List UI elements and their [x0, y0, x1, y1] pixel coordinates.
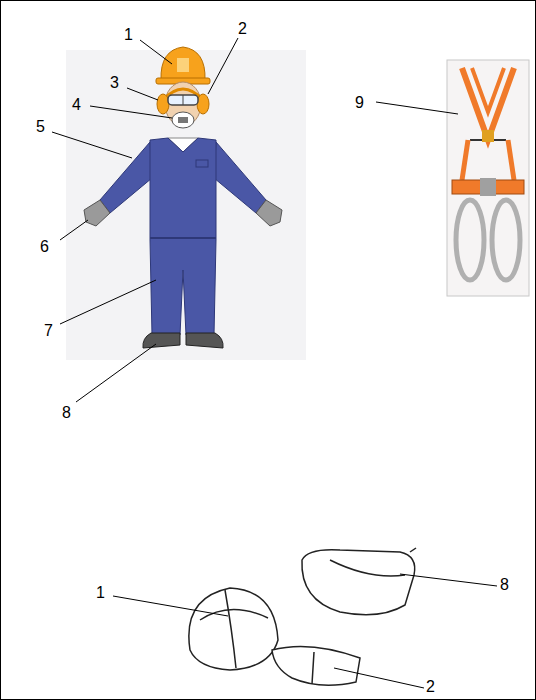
callout-number: 4 [72, 96, 81, 114]
line-drawings [189, 548, 416, 685]
leader-lines [52, 38, 497, 688]
callout-number: 6 [40, 238, 49, 256]
callout-number: 7 [44, 322, 53, 340]
callout-number: 5 [36, 118, 45, 136]
harness-illustration [447, 60, 529, 296]
callout-number: 1 [124, 26, 133, 44]
figure-ground [66, 50, 306, 360]
callout-number: 2 [238, 20, 247, 38]
callout-number: 9 [355, 94, 364, 112]
callout-number: 2 [426, 678, 435, 696]
worker-figure [84, 47, 282, 348]
callout-number: 3 [110, 74, 119, 92]
callout-number: 8 [62, 404, 71, 422]
callout-number: 1 [96, 584, 105, 602]
callout-number: 8 [500, 576, 509, 594]
